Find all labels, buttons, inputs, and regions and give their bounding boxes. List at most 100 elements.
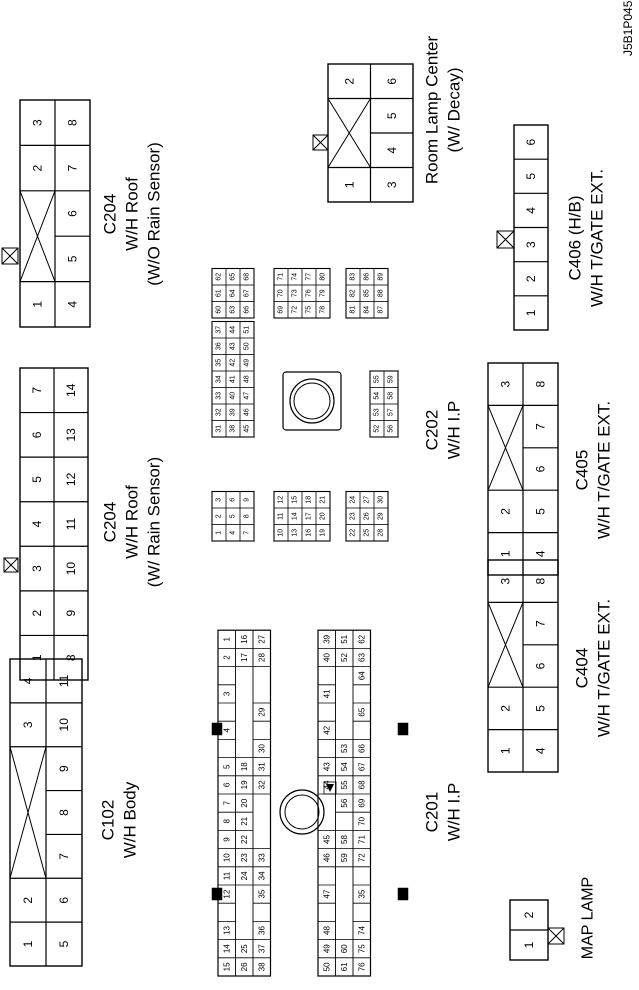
c202-pin: 32 xyxy=(216,408,223,416)
c202-pin: 9 xyxy=(244,498,251,502)
c201-pin: 62 xyxy=(357,634,366,643)
c201-pin: 23 xyxy=(240,853,249,862)
c201-pin: 40 xyxy=(322,653,331,662)
c204-rain-latch xyxy=(3,557,19,573)
c202-boss-frame xyxy=(282,371,342,431)
c201-pin: 9 xyxy=(222,837,231,842)
figure-code: J5B1P045 xyxy=(621,0,635,56)
c202-block-frame xyxy=(345,490,389,542)
c204-rain-connector-pin: 14 xyxy=(64,383,78,397)
c202-pin: 21 xyxy=(320,496,327,504)
c201-pin: 46 xyxy=(322,853,331,862)
c404-label-line: C404 xyxy=(573,648,592,689)
c204-norain-connector-pin: 2 xyxy=(31,164,45,171)
c201-pin: 69 xyxy=(357,798,366,807)
c201-pin: 42 xyxy=(322,725,331,734)
c201-lock-tab xyxy=(397,722,409,736)
c406-pin: 2 xyxy=(524,275,538,282)
c201-pin: 1 xyxy=(222,637,231,642)
c204-norain-connector-pin: 6 xyxy=(66,210,80,217)
c201-pin: 72 xyxy=(357,853,366,862)
c406-latch-x xyxy=(496,230,515,249)
c102-connector-pin: 9 xyxy=(57,765,71,772)
c201-pin: 35 xyxy=(357,889,366,898)
c204-norain-connector-pin: 1 xyxy=(31,301,45,308)
c202-pin: 11 xyxy=(278,513,285,520)
c201-pin: 27 xyxy=(257,634,266,643)
c201-pin: 20 xyxy=(240,798,249,807)
c201-pin: 32 xyxy=(257,780,266,789)
c201-pin: 50 xyxy=(322,962,331,971)
c204-rain-label-line: C204 xyxy=(101,502,120,543)
c405-label-line: C405 xyxy=(573,450,592,491)
c202-pin: 63 xyxy=(230,306,237,314)
c202-block-frame xyxy=(211,490,255,542)
c202-pin: 19 xyxy=(320,529,327,537)
c204-rain-connector-pin: 4 xyxy=(30,520,44,527)
c201-lock-tab xyxy=(397,887,409,901)
c201-pin-marker xyxy=(326,784,334,792)
c405-connector-key-cross xyxy=(487,405,524,491)
c202-pin: 66 xyxy=(244,306,251,314)
c202-pin: 68 xyxy=(244,273,251,281)
c201-pin: 37 xyxy=(257,944,266,953)
c201-lock-tab xyxy=(211,722,223,736)
c404-connector-pin: 1 xyxy=(499,747,513,754)
c202-boss-inner xyxy=(293,382,331,420)
c202-pin: 17 xyxy=(306,512,313,520)
c204-norain-latch-x xyxy=(1,247,19,265)
c202-pin: 73 xyxy=(292,289,299,297)
c102-label-line: C102 xyxy=(99,800,118,841)
c204-rain-connector-pin: 9 xyxy=(64,609,78,616)
c202-pin: 14 xyxy=(292,512,299,520)
room-lamp-label: Room Lamp Center(W/ Decay) xyxy=(423,35,464,184)
c202-pin: 1 xyxy=(216,531,223,535)
c204-rain-connector-pin: 13 xyxy=(64,428,78,442)
c201-pin: 4 xyxy=(222,728,231,733)
c404-connector-pin: 7 xyxy=(534,620,548,627)
c201-pin: 56 xyxy=(340,798,349,807)
c201-pin: 7 xyxy=(222,800,231,805)
c202-pin: 61 xyxy=(216,289,223,297)
c201-pin: 25 xyxy=(240,944,249,953)
room-lamp-connector-pin: 3 xyxy=(385,181,399,188)
c204-norain-connector-pin: 4 xyxy=(66,301,80,308)
c202-pin: 80 xyxy=(320,273,327,281)
c202-pin: 62 xyxy=(216,273,223,281)
c202-label-line: C202 xyxy=(423,410,442,451)
c204-rain-connector-pin: 1 xyxy=(30,654,44,661)
c204-rain-label-line: W/H Roof xyxy=(123,485,142,559)
c406-pin: 1 xyxy=(524,309,538,316)
c404-connector-pin: 8 xyxy=(534,578,548,585)
c201-pin: 63 xyxy=(357,653,366,662)
c201-pin: 58 xyxy=(340,835,349,844)
c202-pin: 88 xyxy=(378,289,385,297)
c202-label-line: W/H I.P xyxy=(445,401,464,460)
c404-connector-key-cross xyxy=(487,602,524,688)
c202-pin: 4 xyxy=(230,531,237,535)
c201-pin: 18 xyxy=(240,762,249,771)
c102-connector-pin: 1 xyxy=(21,940,35,947)
c405-connector-pin: 7 xyxy=(534,423,548,430)
map-lamp-label-line: MAP LAMP xyxy=(580,877,597,959)
c202-pin: 76 xyxy=(306,289,313,297)
c201-pin: 34 xyxy=(257,871,266,880)
c202-pin: 15 xyxy=(292,496,299,504)
c204-rain-label-line: (W/ Rain Sensor) xyxy=(145,457,164,587)
c102-connector-pin: 7 xyxy=(57,853,71,860)
c201-pin: 33 xyxy=(257,853,266,862)
c405-connector-pin: 1 xyxy=(499,550,513,557)
c201-pin: 47 xyxy=(322,889,331,898)
c201-pin: 76 xyxy=(357,962,366,971)
c202-pin: 56 xyxy=(388,425,395,433)
c204-rain-connector-pin: 2 xyxy=(30,609,44,616)
c202-pin: 65 xyxy=(230,273,237,281)
c201-pin: 48 xyxy=(322,926,331,935)
c204-norain-connector-pin: 3 xyxy=(31,119,45,126)
